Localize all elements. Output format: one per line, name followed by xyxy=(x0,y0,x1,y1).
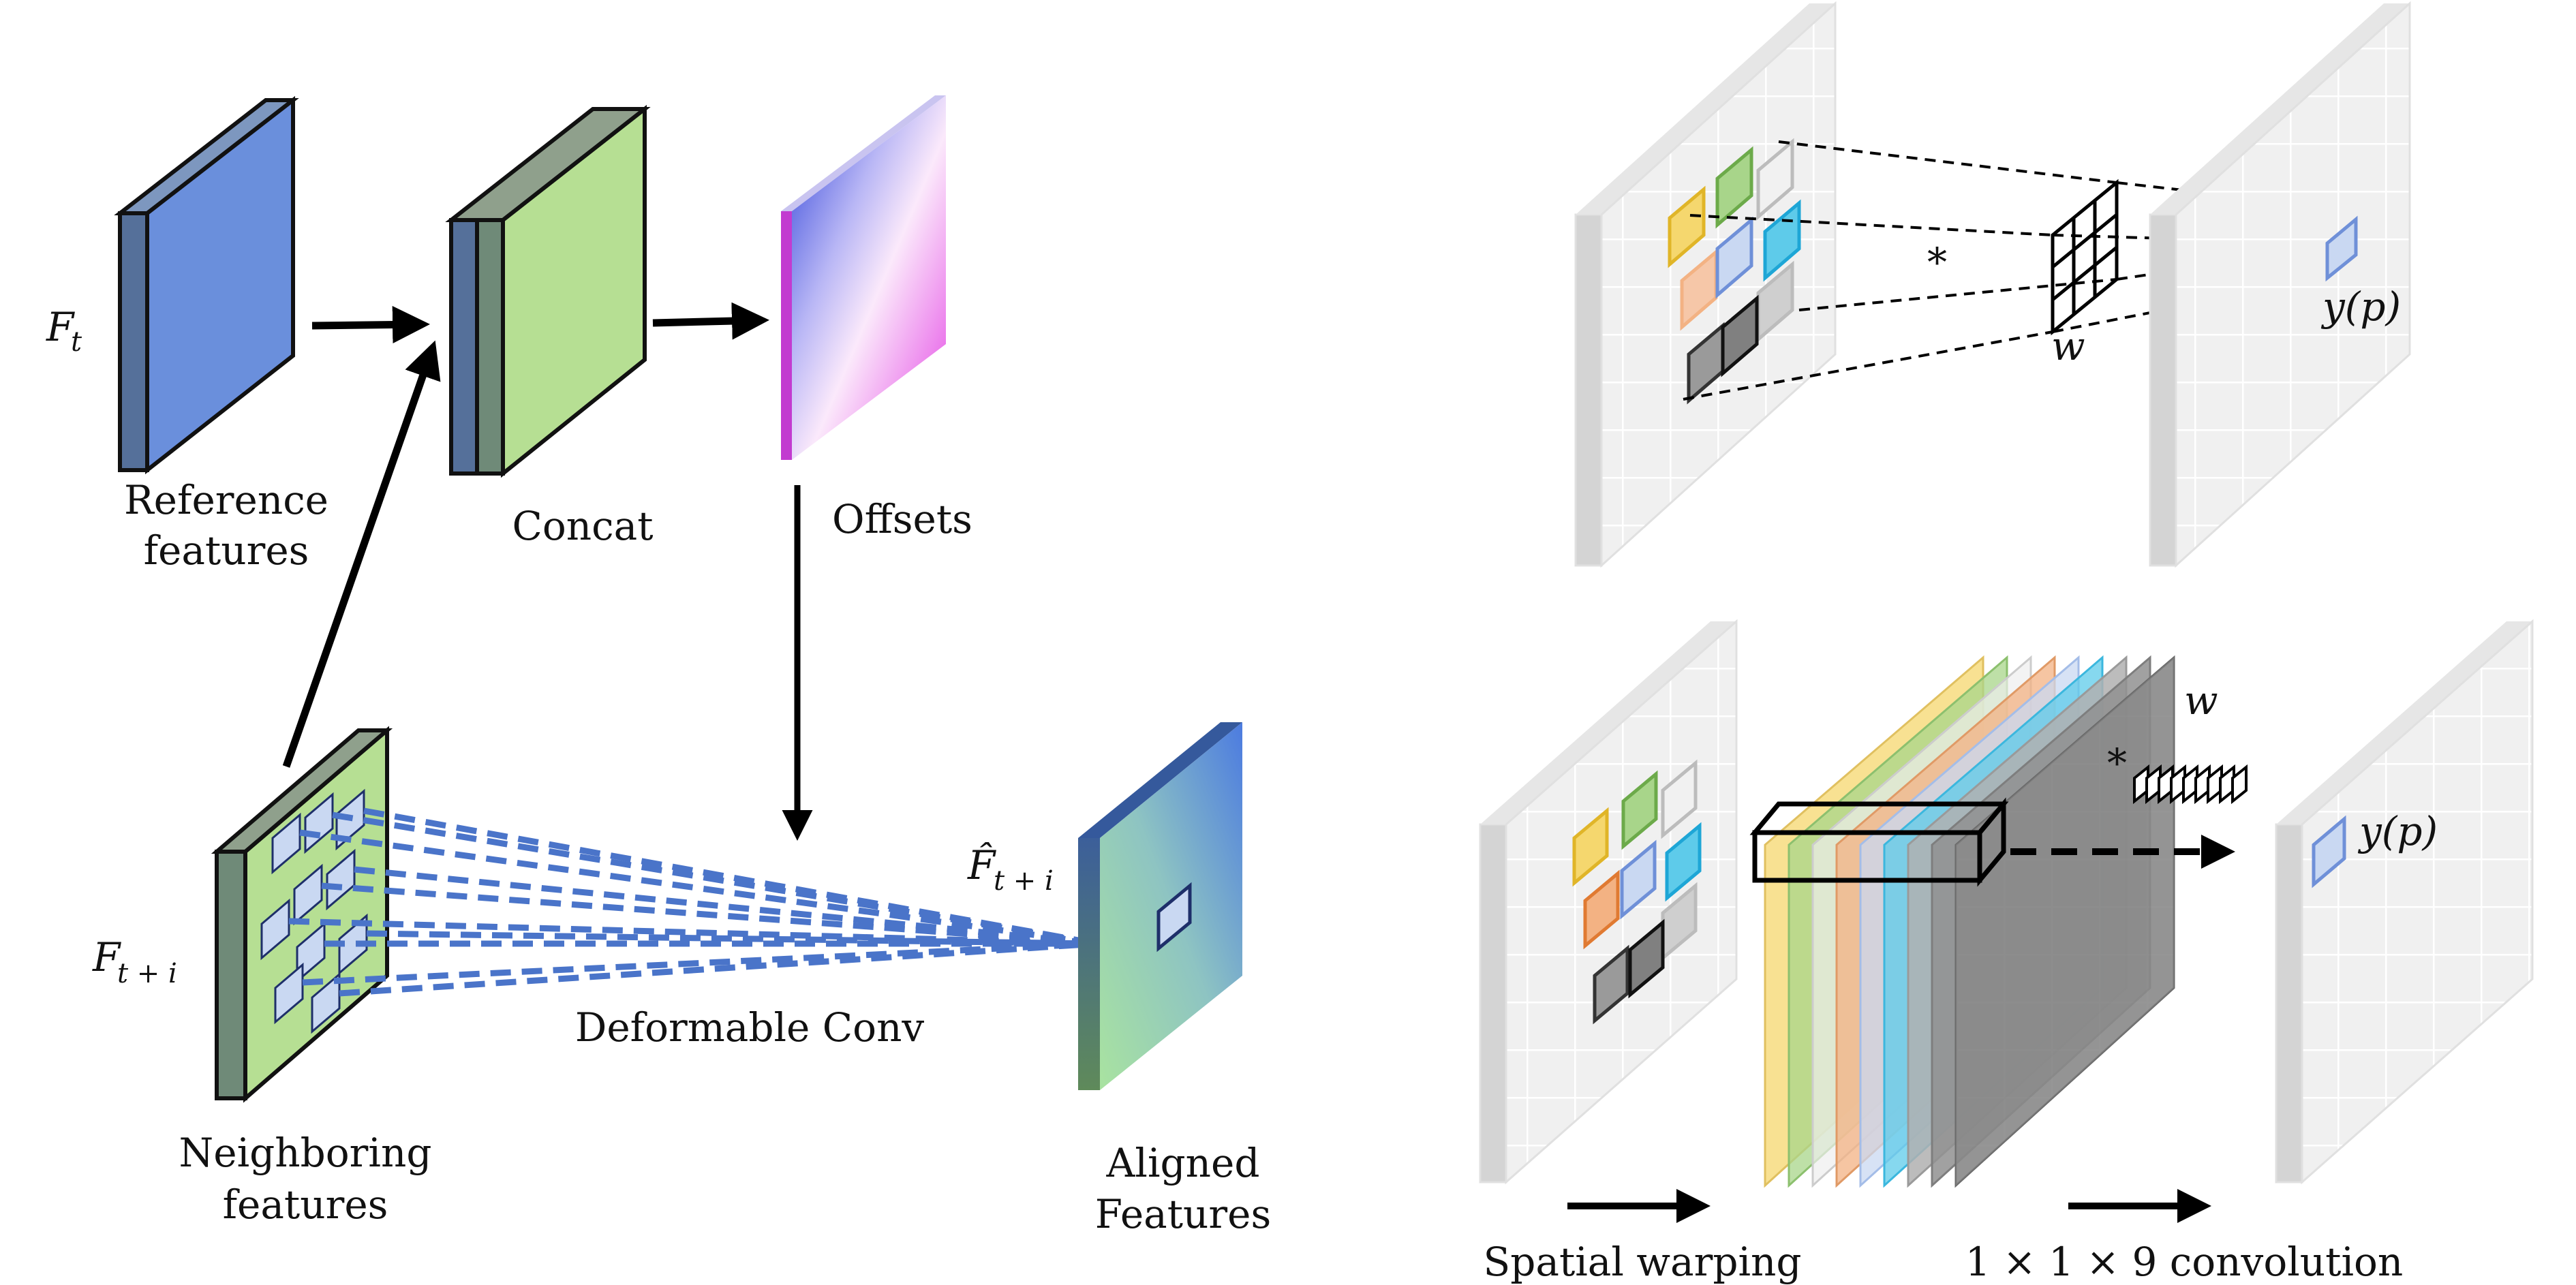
neighboring-label-line2: features xyxy=(223,1181,388,1228)
bottom-output-grid xyxy=(2275,619,2534,1185)
bottom-weight-kernels xyxy=(2133,764,2248,805)
aligned-label-line1: Aligned xyxy=(1106,1140,1260,1186)
arrow-neighbor-to-concat xyxy=(282,340,441,768)
warped-feature-stack xyxy=(1764,655,2175,1188)
neighboring-label-line1: Neighboring xyxy=(179,1130,432,1176)
right-top-panel: * w y(p) xyxy=(1574,1,2411,568)
aligned-output-patch xyxy=(1156,882,1192,953)
fhat-symbol: F̂ xyxy=(967,841,996,888)
concat-block xyxy=(445,104,651,478)
bottom-star: * xyxy=(2107,740,2127,786)
offsets-block xyxy=(781,95,946,460)
spatial-warping-label: Spatial warping xyxy=(1484,1239,1802,1285)
concat-label: Concat xyxy=(512,503,653,549)
bottom-output-patch xyxy=(2312,815,2346,888)
fti-symbol: F xyxy=(92,934,121,980)
top-w-label: w xyxy=(2051,323,2085,369)
top-kernel-patches xyxy=(1668,138,1801,405)
offsets-label: Offsets xyxy=(832,496,972,542)
pixel-column-box xyxy=(1749,797,2009,887)
arrow-reference-to-concat xyxy=(311,306,430,344)
fti-subscript: t + i xyxy=(117,958,177,989)
ft-symbol: F xyxy=(46,304,75,350)
reference-features-block xyxy=(114,95,299,475)
fhat-subscript: t + i xyxy=(994,865,1054,897)
convolution-label: 1 × 1 × 9 convolution xyxy=(1965,1239,2404,1285)
aligned-label-line2: Features xyxy=(1095,1191,1271,1237)
neighboring-features-block xyxy=(211,726,393,1103)
arrow-concat-to-offsets xyxy=(652,302,769,340)
top-star: * xyxy=(1927,239,1947,285)
reference-label-line1: Reference xyxy=(124,477,328,523)
bottom-y-label: y(p) xyxy=(2357,808,2438,854)
top-output-grid xyxy=(2149,1,2411,568)
bottom-w-label: w xyxy=(2184,677,2218,724)
bottom-kernel-patches xyxy=(1572,759,1702,1025)
top-output-patch xyxy=(2325,215,2358,282)
deformable-sampling-lines xyxy=(288,807,1098,997)
reference-label-line2: features xyxy=(144,527,309,574)
deformable-conv-label: Deformable Conv xyxy=(575,1004,925,1051)
right-bottom-panel: * w y(p) Spatial warping 1 × 1 × 9 convo… xyxy=(1479,619,2534,1285)
aligned-features-block xyxy=(1078,722,1242,1090)
left-panel: F t Reference features Concat Offsets xyxy=(46,95,1271,1237)
top-y-label: y(p) xyxy=(2320,283,2401,330)
ft-subscript: t xyxy=(71,326,82,358)
top-weight-kernel xyxy=(2051,179,2119,336)
